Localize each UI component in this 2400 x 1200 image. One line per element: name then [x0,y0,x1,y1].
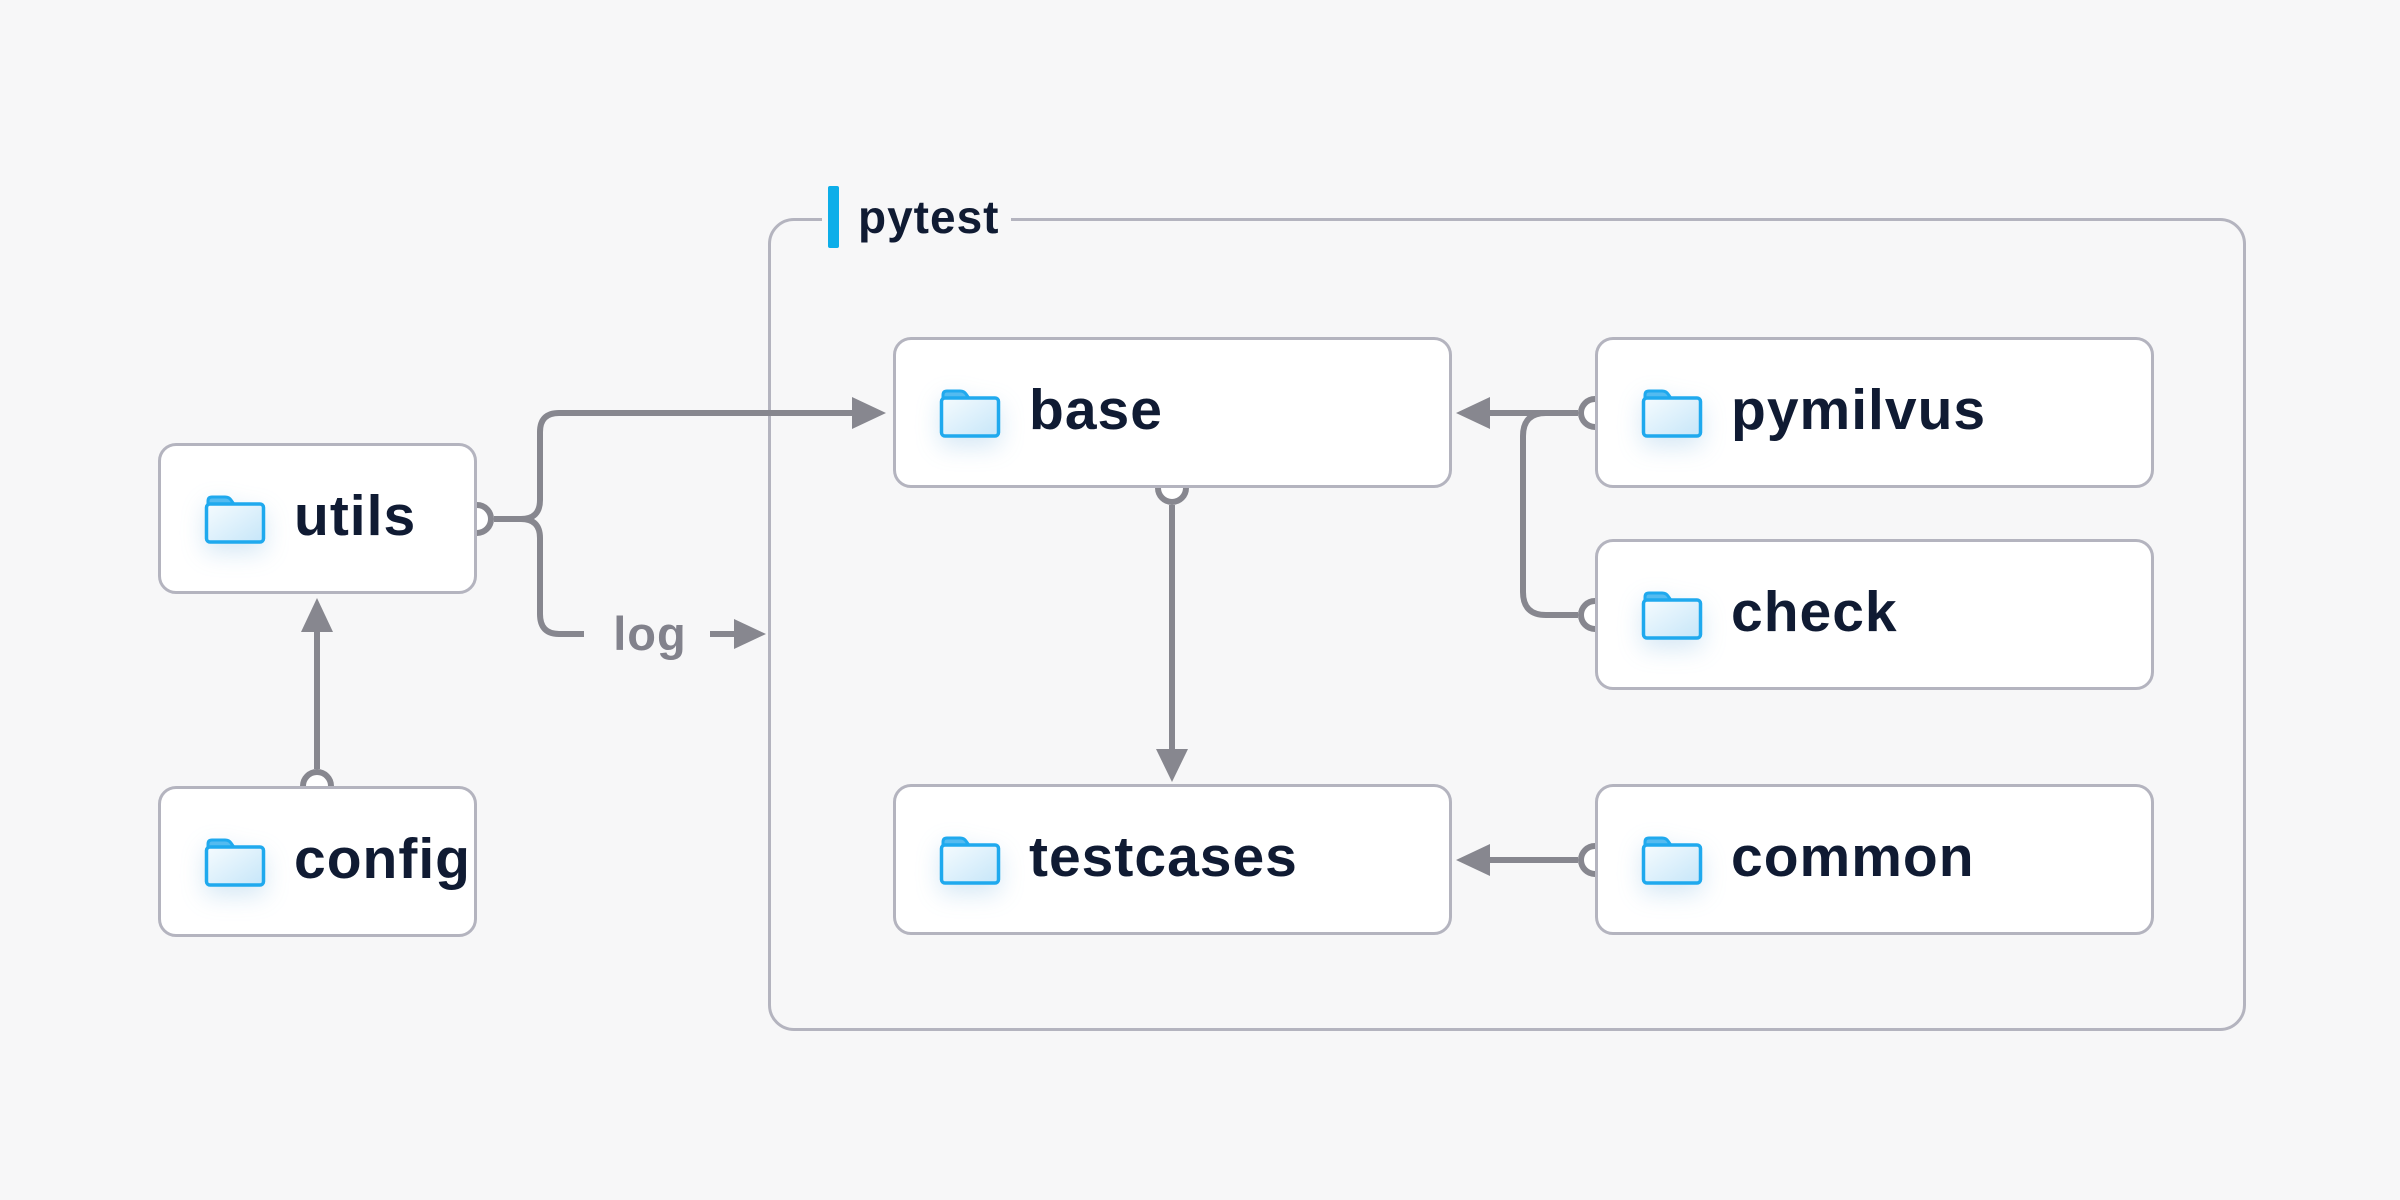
node-label: config [294,827,471,891]
node-testcases: testcases [893,784,1452,935]
folder-icon [939,836,1001,885]
pytest-group [768,218,2246,1031]
folder-icon [1641,836,1703,885]
node-base: base [893,337,1452,488]
accent-bar [828,186,839,248]
edge-utils-log-line [520,516,584,637]
node-label: base [1029,378,1163,442]
folder-icon [204,838,266,887]
node-utils: utils [158,443,477,594]
edge-label-log: log [613,607,687,660]
node-label: check [1731,580,1898,644]
node-label: testcases [1029,825,1298,889]
node-pymilvus: pymilvus [1595,337,2154,488]
pytest-group-title: pytest [858,191,1000,243]
node-common: common [1595,784,2154,935]
folder-icon [1641,389,1703,438]
pytest-group-label: pytest [822,186,1012,248]
folder-icon [204,495,266,544]
node-label: utils [294,484,417,548]
node-config: config [158,786,477,937]
folder-icon [939,389,1001,438]
node-label: pymilvus [1731,378,1987,442]
arrowhead-up [301,598,333,632]
node-check: check [1595,539,2154,690]
folder-icon [1641,591,1703,640]
arrowhead-right-log [734,619,766,649]
node-label: common [1731,825,1975,889]
